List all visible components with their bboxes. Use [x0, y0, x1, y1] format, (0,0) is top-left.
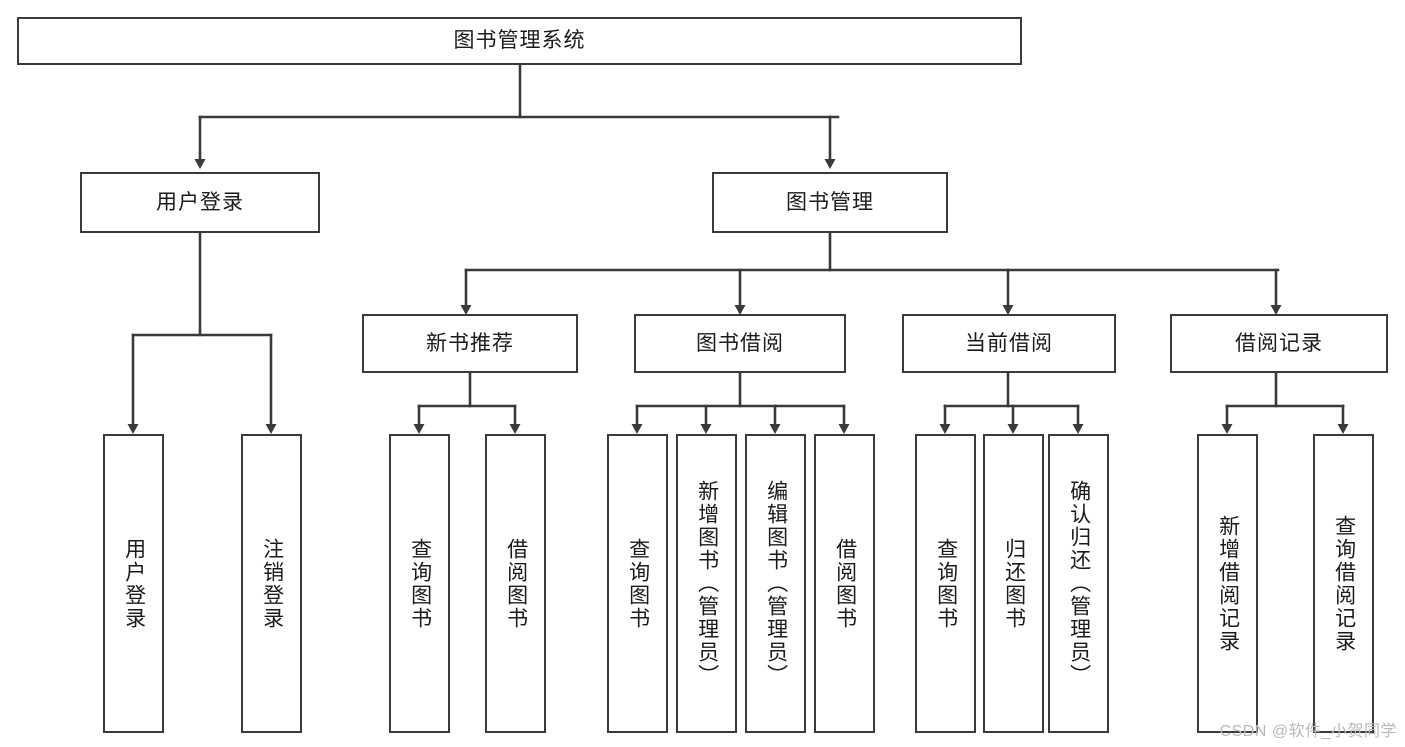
node-label: 查询借阅记录 — [1332, 514, 1356, 653]
leaf-current-borrow-confirm-return[interactable]: 确认归还（管理员） — [1048, 434, 1109, 733]
leaf-current-borrow-query[interactable]: 查询图书 — [915, 434, 976, 733]
leaf-user-login-signout[interactable]: 注销登录 — [241, 434, 302, 733]
leaf-book-borrow-add[interactable]: 新增图书（管理员） — [676, 434, 737, 733]
leaf-user-login-signin[interactable]: 用户登录 — [103, 434, 164, 733]
node-label: 注销登录 — [260, 537, 284, 630]
node-user-login[interactable]: 用户登录 — [80, 172, 320, 233]
node-label: 新书推荐 — [426, 331, 514, 355]
node-label: 编辑图书（管理员） — [764, 480, 788, 687]
node-label: 图书借阅 — [696, 331, 784, 355]
node-label: 图书管理系统 — [453, 29, 586, 53]
node-label: 用户登录 — [122, 537, 146, 630]
leaf-borrow-record-add[interactable]: 新增借阅记录 — [1197, 434, 1258, 733]
node-label: 查询图书 — [934, 537, 958, 630]
node-label: 新增借阅记录 — [1216, 514, 1240, 653]
node-label: 查询图书 — [408, 537, 432, 630]
node-label: 查询图书 — [626, 537, 650, 630]
node-label: 图书管理 — [786, 190, 874, 214]
leaf-book-borrow-edit[interactable]: 编辑图书（管理员） — [745, 434, 806, 733]
node-current-borrowing[interactable]: 当前借阅 — [902, 314, 1116, 373]
leaf-new-book-borrow[interactable]: 借阅图书 — [485, 434, 546, 733]
leaf-borrow-record-query[interactable]: 查询借阅记录 — [1313, 434, 1374, 733]
node-label: 借阅图书 — [504, 537, 528, 630]
node-label: 归还图书 — [1002, 537, 1026, 630]
node-borrowing-record[interactable]: 借阅记录 — [1170, 314, 1388, 373]
node-label: 确认归还（管理员） — [1067, 480, 1091, 687]
node-label: 新增图书（管理员） — [695, 480, 719, 687]
node-label: 当前借阅 — [965, 331, 1053, 355]
leaf-book-borrow-borrow[interactable]: 借阅图书 — [814, 434, 875, 733]
leaf-book-borrow-query[interactable]: 查询图书 — [607, 434, 668, 733]
node-book-borrowing[interactable]: 图书借阅 — [634, 314, 846, 373]
leaf-current-borrow-return[interactable]: 归还图书 — [983, 434, 1044, 733]
node-label: 用户登录 — [156, 190, 244, 214]
node-label: 借阅记录 — [1235, 331, 1323, 355]
node-root-book-management-system[interactable]: 图书管理系统 — [17, 17, 1022, 65]
leaf-new-book-query[interactable]: 查询图书 — [389, 434, 450, 733]
node-book-management[interactable]: 图书管理 — [712, 172, 948, 233]
csdn-watermark: CSDN @软件_小贺同学 — [1219, 723, 1397, 740]
node-new-book-recommend[interactable]: 新书推荐 — [362, 314, 578, 373]
node-label: 借阅图书 — [833, 537, 857, 630]
